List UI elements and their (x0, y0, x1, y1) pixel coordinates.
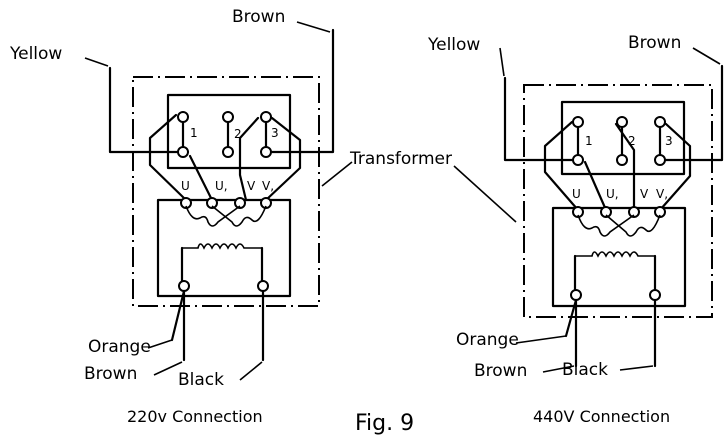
brown-wire-left-top (264, 28, 335, 154)
orange-wire-right (564, 298, 578, 338)
orange-label-right: Orange (456, 330, 519, 350)
black-label-right: Black (562, 360, 608, 380)
coil-v1-right: V, (656, 187, 668, 201)
brown-wire-right-top (662, 64, 724, 162)
primary-coil-right (577, 214, 661, 237)
transformer-enclosure-right (523, 84, 713, 318)
secondary-coil-left (182, 243, 262, 250)
orange-label-left: Orange (88, 337, 151, 357)
terminal-1-right: 1 (585, 134, 593, 148)
terminal-3-right: 3 (665, 134, 673, 148)
lead-v-right (614, 122, 636, 212)
lead-v-left (238, 116, 260, 202)
orange-wire-left (170, 289, 186, 342)
brown-label-left-bottom: Brown (84, 364, 137, 384)
lead-v1-left (264, 116, 302, 202)
transformer-label: Transformer (349, 149, 452, 169)
black-label-left: Black (178, 370, 224, 390)
yellow-wire-left (108, 66, 190, 154)
coil-box-left (156, 198, 292, 298)
figure-number: Fig. 9 (355, 411, 414, 436)
lead-u-left (148, 113, 188, 202)
yellow-label-left: Yellow (9, 44, 62, 64)
coil-box-right (551, 206, 687, 308)
coil-u-left: U (181, 179, 190, 193)
transformer-pointer-right (453, 165, 517, 223)
secondary-coil-right (575, 251, 655, 258)
terminal-1-left: 1 (190, 126, 198, 140)
coil-u-right: U (572, 187, 581, 201)
coil-v-left: V (247, 179, 256, 193)
secondary-frame-right (573, 254, 657, 296)
terminal-2-right: 2 (628, 134, 636, 148)
yellow-wire-right (503, 76, 582, 162)
secondary-frame-left (180, 246, 264, 287)
transformer-pointer-left (321, 161, 353, 187)
lead-u-right (543, 120, 580, 212)
terminal-board-right (560, 100, 686, 176)
transformer-enclosure-left (132, 76, 320, 307)
terminal-2-left: 2 (234, 127, 242, 141)
caption-220v: 220v Connection (127, 407, 263, 426)
brown-label-left-top: Brown (232, 7, 285, 27)
coil-u1-right: U, (606, 187, 619, 201)
yellow-label-right: Yellow (427, 35, 480, 55)
caption-440v: 440V Connection (533, 407, 670, 426)
coil-v-right: V (640, 187, 649, 201)
terminal-3-left: 3 (271, 126, 279, 140)
lead-u1-left (188, 154, 214, 202)
primary-coil-left (185, 205, 267, 227)
brown-label-right-bottom: Brown (474, 361, 527, 381)
lead-v1-right (658, 122, 692, 212)
diagram-440v: Yellow Brown 1 2 3 U U, V V, Orange Brow… (427, 33, 724, 381)
coil-u1-left: U, (215, 179, 228, 193)
diagram-220v: Yellow Brown 1 2 3 U U, V V, Orange Brow… (9, 7, 335, 390)
coil-v1-left: V, (262, 179, 274, 193)
lead-u1-right (583, 160, 608, 212)
brown-label-right-top: Brown (628, 33, 681, 53)
